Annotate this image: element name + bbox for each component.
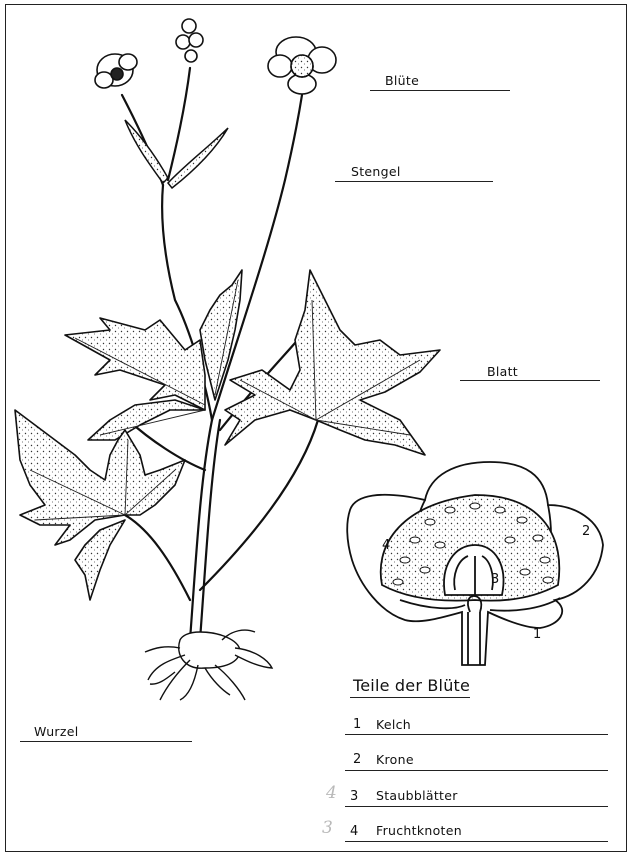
legend-title: Teile der Blüte (353, 676, 470, 695)
label-wurzel-line (20, 741, 192, 742)
legend-item-staubblaetter: Staubblätter (376, 788, 458, 803)
legend-item-krone: Krone (376, 752, 414, 767)
legend-line-2 (345, 770, 608, 771)
handwritten-number-3: 3 (322, 818, 333, 838)
diagram-number-1: 1 (533, 627, 541, 642)
label-blatt: Blatt (487, 364, 518, 379)
legend-number-1: 1 (353, 717, 361, 732)
diagram-number-3: 3 (491, 572, 499, 587)
label-blatt-line (460, 380, 600, 381)
legend-item-kelch: Kelch (376, 717, 411, 732)
legend-number-3: 3 (350, 789, 358, 804)
legend-item-fruchtknoten: Fruchtknoten (376, 823, 462, 838)
root-system (145, 630, 272, 700)
diagram-number-4: 4 (382, 538, 390, 553)
label-bluete-line (370, 90, 510, 91)
diagram-number-2: 2 (582, 524, 590, 539)
top-flowers (95, 19, 336, 94)
label-bluete: Blüte (385, 73, 419, 88)
label-wurzel: Wurzel (34, 724, 79, 739)
legend-number-2: 2 (353, 752, 361, 767)
flower-cross-section (347, 462, 603, 665)
legend-line-1 (345, 734, 608, 735)
legend-line-4 (345, 841, 608, 842)
label-stengel: Stengel (351, 164, 401, 179)
handwritten-number-4: 4 (326, 783, 337, 803)
legend-number-4: 4 (350, 824, 358, 839)
legend-line-3 (345, 806, 608, 807)
label-stengel-line (335, 181, 493, 182)
legend-title-underline (350, 697, 470, 698)
